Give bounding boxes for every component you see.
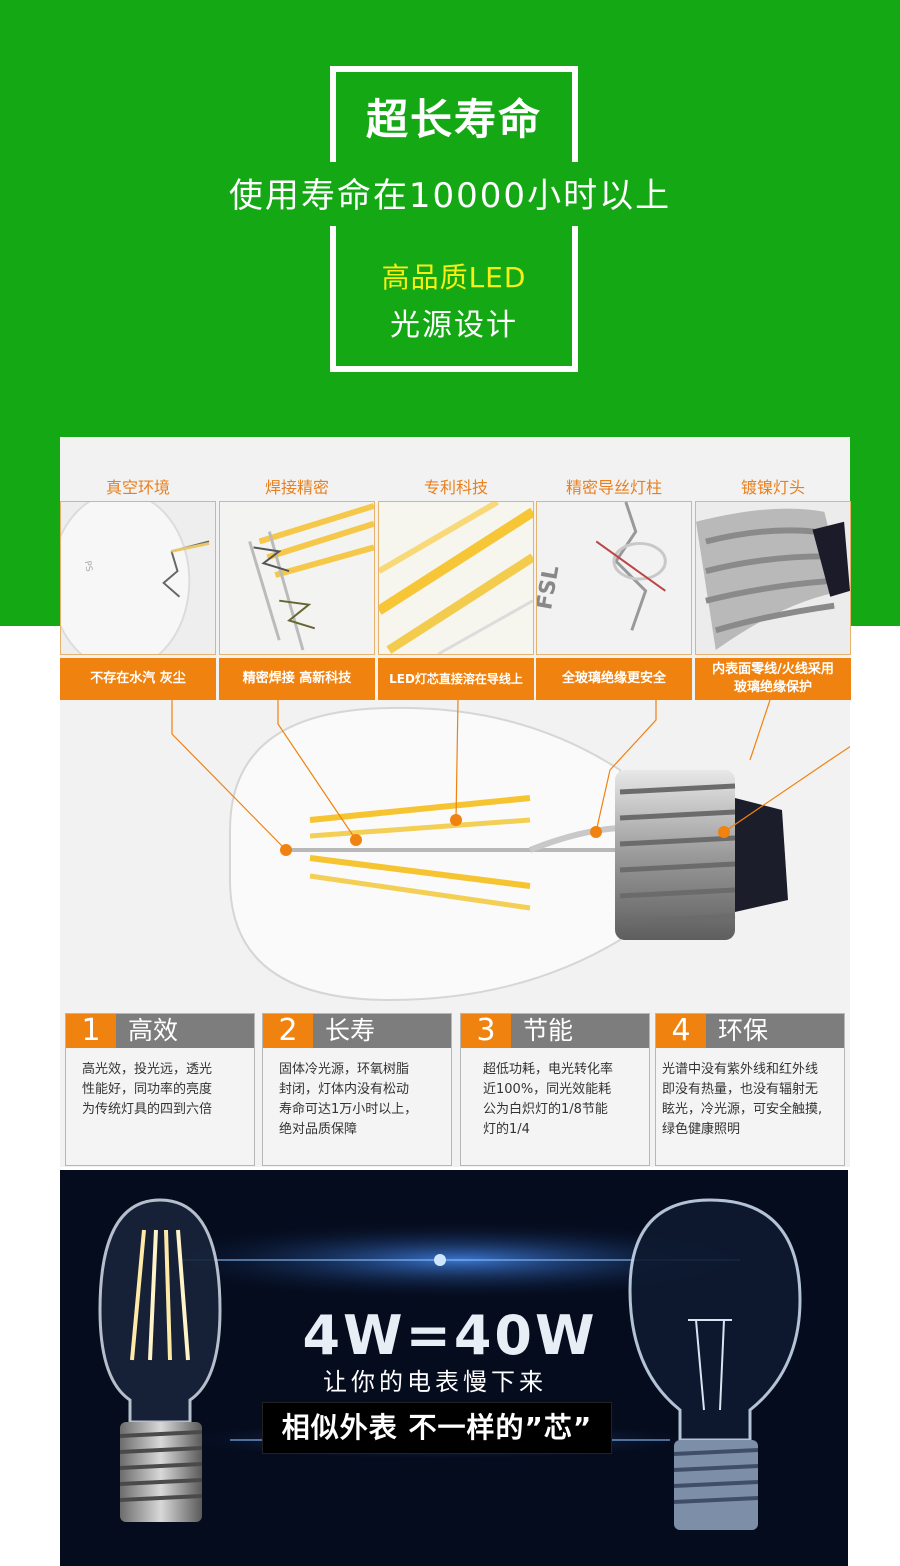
hero-title: 超长寿命 — [365, 95, 542, 144]
feature-energy-saving: 3 节能 超低功耗，电光转化率 近100%，同光效能耗 公为白炽灯的1/8节能 … — [460, 1013, 650, 1166]
feature-eco-number: 4 — [656, 1014, 706, 1048]
feature-energy-saving-line: 公为白炽灯的1/8节能 — [483, 1102, 608, 1117]
feature-energy-saving-line: 超低功耗，电光转化率 — [483, 1062, 614, 1077]
detail-photo-filament-post: FSL — [536, 501, 692, 655]
banner-artwork — [60, 1170, 848, 1566]
banner-headline: 4W=40W — [302, 1304, 598, 1367]
hero-subtitle: 使用寿命在10000小时以上 — [228, 176, 672, 216]
feature-efficiency-line: 为传统灯具的四到六倍 — [82, 1102, 213, 1117]
feature-eco-line: 光谱中没有紫外线和红外线 — [662, 1062, 819, 1077]
banner-slogan: 相似外表 不一样的”芯” — [262, 1402, 612, 1454]
feature-energy-saving-line: 灯的1/4 — [483, 1122, 530, 1137]
detail-label-vacuum: 真空环境 — [105, 478, 170, 497]
caption-nickel-cap: 内表面零线/火线采用 玻璃绝缘保护 — [695, 658, 851, 700]
caption-nickel-cap-line1: 内表面零线/火线采用 — [712, 662, 834, 678]
detail-label-nickel-cap: 镀镍灯头 — [740, 478, 805, 497]
hero-frame-bottom — [330, 226, 578, 372]
detail-photo-vacuum: PS — [60, 501, 216, 655]
caption-filament-post-text: 全玻璃绝缘更安全 — [561, 671, 666, 687]
caption-filament-post: 全玻璃绝缘更安全 — [536, 658, 692, 700]
feature-longevity-line: 寿命可达1万小时以上， — [279, 1102, 418, 1117]
detail-photo-nickel-cap — [695, 501, 851, 655]
glass-stem-icon: FSL — [537, 502, 691, 654]
feature-eco-title: 环保 — [718, 1016, 769, 1045]
feature-energy-saving-text: 超低功耗，电光转化率 近100%，同光效能耗 公为白炽灯的1/8节能 灯的1/4 — [483, 1060, 645, 1140]
hero-quality-line1: 高品质LED — [381, 261, 527, 294]
feature-longevity-line: 绝对品质保障 — [279, 1122, 358, 1137]
feature-longevity-title: 长寿 — [325, 1016, 376, 1045]
caption-patent: LED灯芯直接溶在导线上 — [378, 658, 534, 700]
feature-eco-line: 即没有热量，也没有辐射无 — [662, 1082, 819, 1097]
banner-tagline: 让你的电表慢下来 — [323, 1368, 547, 1396]
feature-efficiency-title: 高效 — [128, 1016, 179, 1045]
svg-text:PS: PS — [82, 560, 94, 573]
caption-welding-text: 精密焊接 高新科技 — [242, 671, 352, 687]
feature-eco-text: 光谱中没有紫外线和红外线 即没有热量，也没有辐射无 眩光，冷光源，可安全触摸, … — [662, 1060, 844, 1140]
feature-eco: 4 环保 光谱中没有紫外线和红外线 即没有热量，也没有辐射无 眩光，冷光源，可安… — [655, 1013, 845, 1166]
caption-welding: 精密焊接 高新科技 — [219, 658, 375, 700]
screw-cap-icon — [696, 502, 850, 654]
detail-label-filament-post: 精密导丝灯柱 — [565, 478, 662, 497]
caption-vacuum-text: 不存在水汽 灰尘 — [90, 671, 186, 687]
feature-longevity-text: 固体冷光源，环氧树脂 封闭，灯体内没有松动 寿命可达1万小时以上， 绝对品质保障 — [279, 1060, 441, 1140]
feature-longevity-number: 2 — [263, 1014, 313, 1048]
feature-longevity: 2 长寿 固体冷光源，环氧树脂 封闭，灯体内没有松动 寿命可达1万小时以上， 绝… — [262, 1013, 452, 1166]
detail-label-patent: 专利科技 — [423, 478, 488, 497]
caption-vacuum: 不存在水汽 灰尘 — [60, 658, 216, 700]
caption-nickel-cap-line2: 玻璃绝缘保护 — [733, 680, 812, 695]
feature-longevity-line: 封闭，灯体内没有松动 — [279, 1082, 410, 1097]
comparison-banner — [60, 1170, 848, 1566]
detail-photo-patent — [378, 501, 534, 655]
hero-quality-line2: 光源设计 — [390, 308, 518, 343]
feature-efficiency-line: 性能好，同功率的亮度 — [82, 1082, 213, 1097]
feature-eco-line: 绿色健康照明 — [662, 1122, 741, 1137]
feature-efficiency: 1 高效 高光效，投光远，透光 性能好，同功率的亮度 为传统灯具的四到六倍 — [65, 1013, 255, 1166]
feature-energy-saving-line: 近100%，同光效能耗 — [483, 1082, 612, 1097]
feature-energy-saving-title: 节能 — [523, 1016, 574, 1045]
feature-efficiency-text: 高光效，投光远，透光 性能好，同功率的亮度 为传统灯具的四到六倍 — [82, 1060, 244, 1120]
bulb-illustration — [171, 700, 850, 1002]
detail-label-welding: 焊接精密 — [264, 478, 329, 497]
feature-eco-line: 眩光，冷光源，可安全触摸, — [662, 1102, 823, 1117]
detail-photo-welding — [219, 501, 375, 655]
glass-closeup-icon: PS — [61, 502, 215, 654]
caption-patent-text: LED灯芯直接溶在导线上 — [389, 671, 523, 686]
feature-efficiency-line: 高光效，投光远，透光 — [82, 1062, 213, 1077]
led-filament-icon — [379, 502, 533, 654]
feature-energy-saving-number: 3 — [461, 1014, 511, 1048]
feature-efficiency-number: 1 — [66, 1014, 116, 1048]
hero-frame-top — [330, 66, 578, 162]
feature-longevity-line: 固体冷光源，环氧树脂 — [279, 1062, 410, 1077]
weld-closeup-icon — [220, 502, 374, 654]
